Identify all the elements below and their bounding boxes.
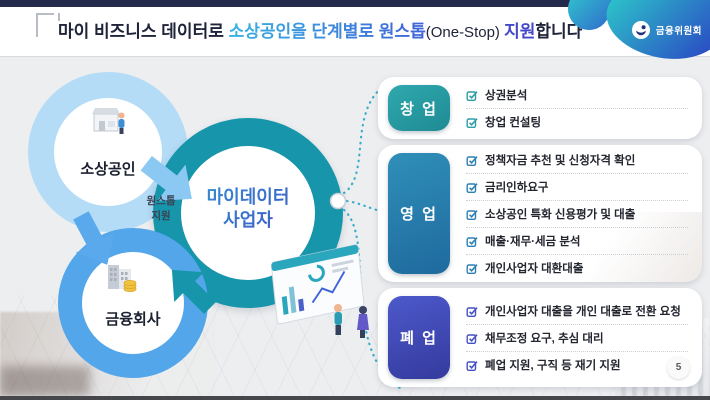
list-item: 개인사업자 대환대출 bbox=[466, 253, 688, 281]
list-item: 창업 컨설팅 bbox=[466, 107, 688, 135]
check-icon bbox=[466, 155, 478, 166]
card-operation: 영 업 정책자금 추천 및 신청자격 확인 금리인하요구 소상공인 특화 신용평… bbox=[378, 145, 702, 282]
list-item: 상권분석 bbox=[466, 82, 688, 108]
dashboard-illustration bbox=[270, 244, 369, 338]
title-segment: 합니다 bbox=[535, 22, 583, 41]
bottom-accent-bar bbox=[0, 396, 710, 400]
label-financial-company: 금융회사 bbox=[105, 311, 161, 328]
check-icon bbox=[466, 263, 478, 274]
check-icon bbox=[466, 306, 478, 317]
page-number: 5 bbox=[667, 356, 690, 379]
operation-item-list: 정책자금 추천 및 신청자격 확인 금리인하요구 소상공인 특화 신용평가 및 … bbox=[466, 147, 688, 281]
card-startup: 창 업 상권분석 창업 컨설팅 bbox=[378, 77, 702, 139]
title-segment-onestop: (One-Stop) bbox=[425, 24, 505, 41]
badge-operation: 영 업 bbox=[388, 153, 450, 274]
label-onestop-support: 원스톱 지원 bbox=[146, 195, 176, 222]
check-icon bbox=[466, 209, 478, 220]
title-segment: 마이 비즈니스 데이터로 bbox=[58, 22, 229, 41]
startup-item-list: 상권분석 창업 컨설팅 bbox=[466, 82, 688, 135]
badge-closure: 폐 업 bbox=[388, 296, 450, 379]
list-item: 폐업 지원, 구직 등 재기 지원 bbox=[466, 350, 688, 378]
fsc-emblem-icon bbox=[631, 21, 650, 39]
check-icon bbox=[466, 90, 478, 101]
bank-building-icon bbox=[108, 265, 137, 292]
fsc-logo-text: 금융위원회 bbox=[655, 26, 702, 37]
title-segment-highlight: 소상공인을 단계별로 원스톱 bbox=[228, 22, 426, 41]
fsc-logo-corner: 금융위원회 bbox=[564, 0, 710, 68]
page-title: 마이 비즈니스 데이터로 소상공인을 단계별로 원스톱(One-Stop) 지원… bbox=[58, 7, 582, 57]
check-icon bbox=[466, 117, 478, 128]
header-content: 마이 비즈니스 데이터로 소상공인을 단계별로 원스톱(One-Stop) 지원… bbox=[0, 7, 710, 57]
list-item: 금리인하요구 bbox=[466, 172, 688, 200]
storefront-icon bbox=[92, 108, 125, 134]
list-item: 채무조정 요구, 추심 대리 bbox=[466, 323, 688, 351]
title-segment-blue: 지원 bbox=[504, 22, 536, 41]
check-icon bbox=[466, 360, 478, 371]
closure-item-list: 개인사업자 대출을 개인 대출로 전환 요청 채무조정 요구, 추심 대리 폐업… bbox=[466, 298, 688, 378]
title-corner-bracket bbox=[36, 13, 60, 37]
list-item: 매출·재무·세금 분석 bbox=[466, 226, 688, 254]
list-item: 정책자금 추천 및 신청자격 확인 bbox=[466, 147, 688, 173]
label-small-business: 소상공인 bbox=[80, 161, 136, 178]
check-icon bbox=[466, 236, 478, 247]
badge-startup: 창 업 bbox=[388, 85, 450, 131]
top-accent-bar bbox=[0, 0, 710, 7]
list-item: 개인사업자 대출을 개인 대출로 전환 요청 bbox=[466, 298, 688, 324]
check-icon bbox=[466, 182, 478, 193]
check-icon bbox=[466, 333, 478, 344]
card-closure: 폐 업 개인사업자 대출을 개인 대출로 전환 요청 채무조정 요구, 추심 대… bbox=[378, 288, 702, 387]
list-item: 소상공인 특화 신용평가 및 대출 bbox=[466, 199, 688, 227]
